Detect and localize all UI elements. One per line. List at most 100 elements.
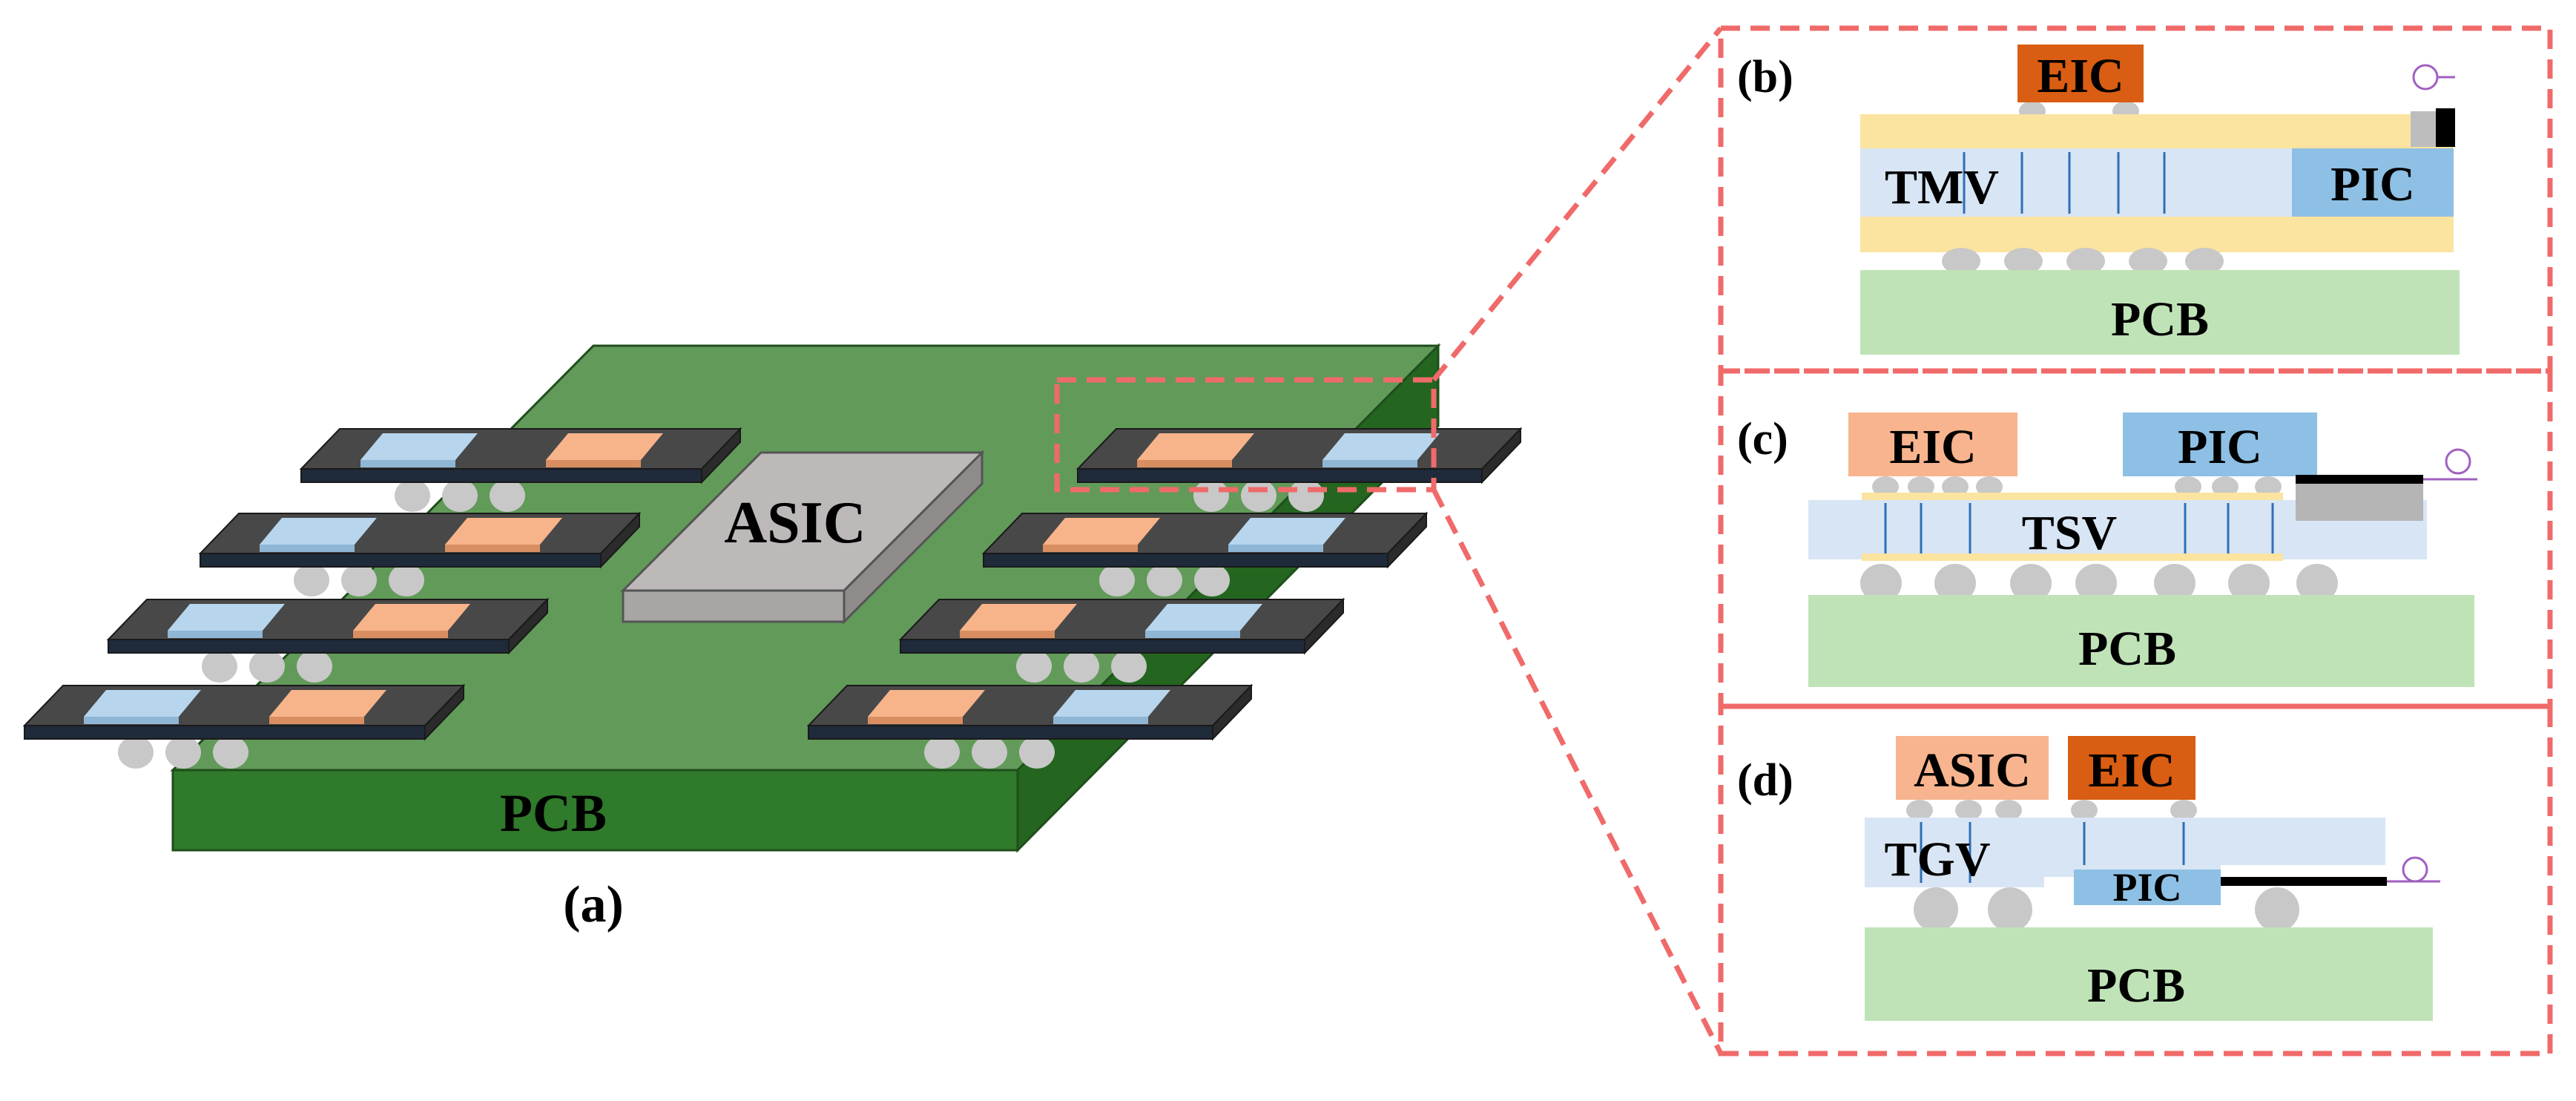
pic-chip-edge [1322, 460, 1417, 467]
pcb-front-face [171, 769, 1019, 852]
solder-bump [972, 736, 1007, 769]
asic-chip [1896, 736, 2049, 800]
solder-bump [389, 564, 424, 596]
solder-bump [1016, 650, 1052, 683]
solder-bump [1019, 736, 1055, 769]
fiber-block [2411, 111, 2436, 147]
tsv-label: TSV [2022, 506, 2117, 560]
fiber-icon [2445, 448, 2471, 475]
pic-label: PIC [2178, 420, 2262, 474]
panel-b: (b) EIC PIC TMV [1718, 25, 2553, 374]
pic-chip [2292, 148, 2454, 217]
eic-chip-edge [1137, 460, 1232, 467]
bottom-redistribution-layer [1860, 217, 2454, 252]
pic-chip [84, 690, 201, 717]
chip-bumps [1906, 800, 2197, 821]
eic-chip-edge [546, 460, 641, 467]
solder-bump [1241, 479, 1277, 512]
through-vias [1884, 503, 2274, 553]
fiber-icon [2402, 856, 2428, 883]
through-vias [1920, 822, 2185, 883]
through-vias [1963, 152, 2166, 214]
eic-chip-edge [960, 631, 1055, 638]
solder-bump [118, 736, 154, 769]
fiber-block [2296, 482, 2423, 521]
module-front-face [108, 639, 510, 654]
eic-chip-edge [445, 545, 540, 552]
eic-chip-edge [1043, 545, 1138, 552]
panel-d-frame [1718, 703, 2553, 1056]
pcb-label: PCB [2087, 959, 2185, 1013]
module-front-face [300, 468, 702, 483]
pcb-substrate [1860, 270, 2460, 355]
zoom-line-top [1432, 26, 1723, 382]
pic-chip-edge [168, 631, 263, 638]
eic-chip-edge [269, 717, 364, 724]
solder-bump [1288, 479, 1324, 512]
top-redistribution-layer [1862, 493, 2283, 500]
pic-chip [168, 604, 285, 631]
pic-chip [1145, 604, 1262, 631]
eic-label: EIC [2037, 49, 2124, 103]
module-front-face [808, 725, 1213, 740]
solder-bump [202, 650, 237, 683]
eic-chip [445, 518, 562, 545]
zoom-highlight-box [1054, 377, 1437, 493]
chip-bumps [1872, 476, 2282, 497]
asic-label: ASIC [724, 490, 866, 556]
fiber-waveguide [2296, 475, 2423, 484]
top-redistribution-layer [1860, 114, 2454, 148]
pic-chip [2123, 413, 2317, 476]
eic-chip-edge [353, 631, 448, 638]
pcb-label: PCB [2078, 622, 2176, 676]
fiber-waveguide [2221, 877, 2387, 886]
panel-a-3d-board: PCB ASIC (a) [22, 343, 1523, 933]
eic-chip [1137, 433, 1254, 460]
pic-chip-edge [84, 717, 179, 724]
solder-bump [1193, 479, 1229, 512]
eic-chip [1848, 413, 2017, 476]
panel-b-frame [1718, 25, 2553, 374]
solder-bump [1064, 650, 1099, 683]
solder-bump [297, 650, 332, 683]
pic-chip [260, 518, 377, 545]
solder-bump [249, 650, 285, 683]
tgv-label: TGV [1884, 832, 1990, 887]
eic-label: EIC [2088, 743, 2175, 798]
solder-bump [924, 736, 960, 769]
solder-bump [165, 736, 201, 769]
asic-front-face [622, 589, 846, 623]
pcb-bumps [1942, 248, 2224, 275]
pic-chip-edge [1053, 717, 1148, 724]
pcb-label: PCB [2111, 292, 2209, 346]
figure-label-b: (b) [1737, 52, 1793, 102]
solder-bump [341, 564, 377, 596]
eic-chip [960, 604, 1077, 631]
pcb-bumps [1860, 564, 2338, 602]
asic-block: ASIC [620, 450, 985, 625]
module-front-face [24, 725, 426, 740]
solder-bump [442, 479, 478, 512]
optical-module [22, 683, 466, 769]
solder-bump [213, 736, 248, 769]
eic-label: EIC [1889, 420, 1976, 474]
fiber-connector [2436, 108, 2455, 147]
eic-chip-edge [868, 717, 963, 724]
pic-chip-edge [1228, 545, 1323, 552]
zoom-line-bottom [1431, 488, 1724, 1055]
eic-chip [546, 433, 663, 460]
figure-label-a: (a) [563, 876, 624, 933]
pic-chip [1322, 433, 1440, 460]
eic-chip [868, 690, 985, 717]
module-front-face [200, 553, 602, 568]
pic-chip-edge [360, 460, 455, 467]
optical-modules [22, 427, 1523, 769]
pic-chip [1228, 518, 1345, 545]
pcb-bumps [1914, 887, 2299, 932]
solder-bump [395, 479, 430, 512]
solder-bump [1194, 564, 1230, 596]
asic-label: ASIC [1914, 743, 2031, 798]
bottom-redistribution-layer [1862, 553, 2283, 561]
optical-module [806, 683, 1254, 769]
